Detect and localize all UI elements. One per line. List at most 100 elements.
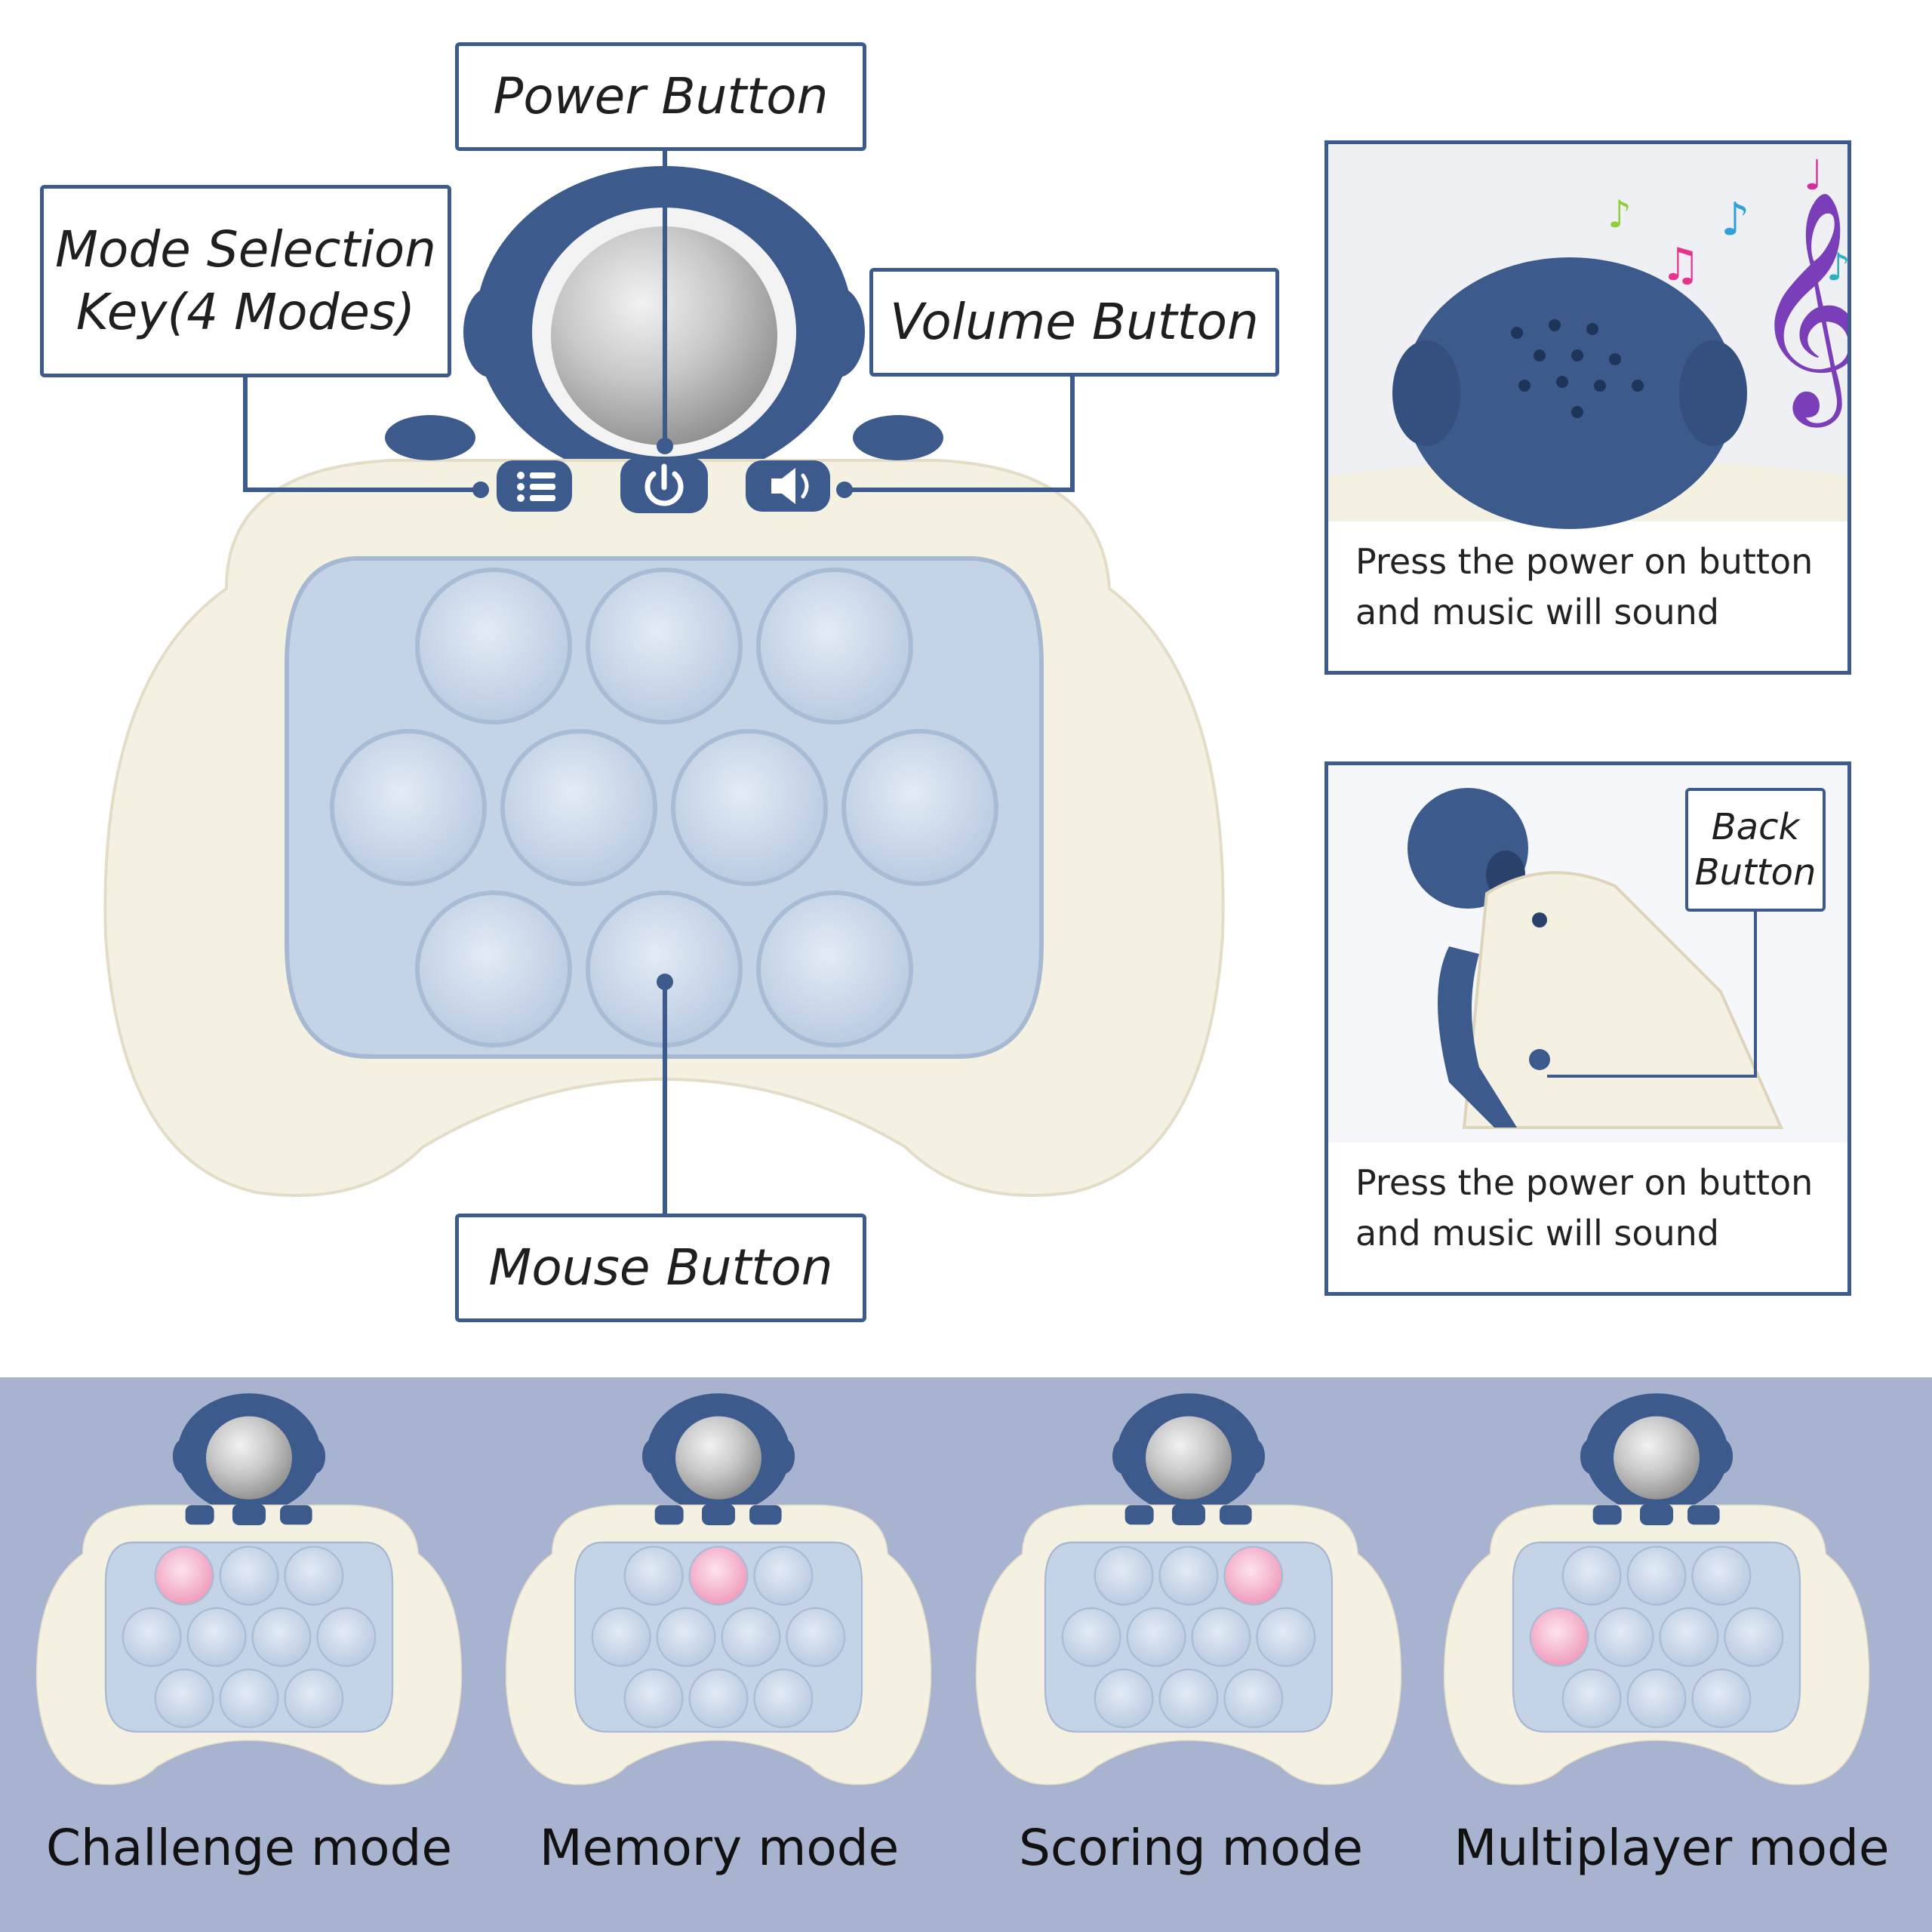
mini-bubble[interactable] <box>1628 1670 1685 1727</box>
mini-bubble-lit[interactable] <box>155 1547 213 1604</box>
volume-callout-line-v <box>1070 377 1075 492</box>
mini-bubble[interactable] <box>592 1608 650 1666</box>
mini-bubble[interactable] <box>1725 1608 1783 1666</box>
mode-callout-dot <box>472 481 489 498</box>
mini-bubble[interactable] <box>1563 1670 1620 1727</box>
mini-power-button[interactable] <box>1171 1503 1206 1525</box>
mini-bubble[interactable] <box>285 1547 343 1604</box>
mode-device-1 <box>505 1393 932 1786</box>
mini-volume-button[interactable] <box>1687 1505 1720 1525</box>
mini-mode-key[interactable] <box>1124 1505 1154 1525</box>
main-bubble[interactable] <box>590 895 738 1043</box>
mini-bubble[interactable] <box>1095 1547 1152 1604</box>
mouse-button-callout: Mouse Button <box>455 1214 866 1322</box>
main-bubble[interactable] <box>675 734 823 881</box>
mouse-button-label: Mouse Button <box>488 1238 833 1297</box>
power-callout-dot <box>657 438 673 454</box>
mini-volume-button[interactable] <box>1220 1505 1252 1525</box>
mini-bubble-lit[interactable] <box>1531 1608 1588 1666</box>
main-bubble[interactable] <box>505 734 653 881</box>
svg-text:♪: ♪ <box>1826 245 1850 289</box>
back-callout-line-h <box>1547 1075 1757 1078</box>
mini-power-button[interactable] <box>1639 1503 1674 1525</box>
mode-label-memory: Memory mode <box>539 1819 900 1877</box>
mode-label-scoring: Scoring mode <box>1019 1819 1363 1877</box>
mini-bubble[interactable] <box>722 1608 780 1666</box>
mini-bubble-grid <box>1529 1546 1784 1729</box>
mini-bubble-grid <box>591 1546 846 1729</box>
mini-bubble[interactable] <box>625 1670 682 1727</box>
main-bubble[interactable] <box>420 895 568 1043</box>
mini-power-button[interactable] <box>701 1503 736 1525</box>
mini-bubble[interactable] <box>1595 1608 1653 1666</box>
mini-volume-button[interactable] <box>749 1505 782 1525</box>
mini-mode-key[interactable] <box>654 1505 684 1525</box>
volume-callout-dot <box>836 481 853 498</box>
mode-selection-key[interactable] <box>497 460 572 512</box>
mini-bubble[interactable] <box>1563 1547 1620 1604</box>
mode-selection-label-line2: Key(4 Modes) <box>75 282 416 341</box>
back-callout-line-v <box>1754 912 1757 1078</box>
mode-callout-line-h <box>243 488 485 492</box>
svg-text:𝄞: 𝄞 <box>1751 189 1851 429</box>
mini-bubble[interactable] <box>318 1608 375 1666</box>
main-bubble[interactable] <box>590 572 738 720</box>
mini-bubble[interactable] <box>1160 1547 1217 1604</box>
svg-text:♩: ♩ <box>1804 151 1823 199</box>
mini-bubble[interactable] <box>755 1547 812 1604</box>
main-bubble[interactable] <box>420 572 568 720</box>
mode-device-3 <box>1443 1393 1870 1786</box>
main-bubble[interactable] <box>846 734 994 881</box>
mini-bubble[interactable] <box>1628 1547 1685 1604</box>
mini-bubble[interactable] <box>1225 1670 1282 1727</box>
volume-callout-line-h <box>845 488 1075 492</box>
mini-bubble[interactable] <box>690 1670 747 1727</box>
mini-bubble[interactable] <box>123 1608 180 1666</box>
mini-bubble[interactable] <box>1063 1608 1120 1666</box>
mini-bubble[interactable] <box>253 1608 310 1666</box>
mini-bubble-grid <box>1061 1546 1316 1729</box>
mini-mode-key[interactable] <box>1592 1505 1622 1525</box>
mini-bubble-grid <box>122 1546 377 1729</box>
mini-volume-button[interactable] <box>280 1505 312 1525</box>
music-panel-caption-line1: Press the power on button <box>1355 541 1814 582</box>
menu-icon <box>517 472 555 502</box>
back-button-label-line2: Button <box>1694 851 1817 894</box>
svg-text:♪: ♪ <box>1607 192 1632 236</box>
main-bubble[interactable] <box>761 895 909 1043</box>
mini-bubble[interactable] <box>1095 1670 1152 1727</box>
mini-bubble[interactable] <box>1693 1670 1750 1727</box>
main-bubble[interactable] <box>334 734 482 881</box>
mini-bubble[interactable] <box>188 1608 245 1666</box>
mini-bubble[interactable] <box>220 1547 278 1604</box>
mini-bubble-lit[interactable] <box>690 1547 747 1604</box>
mini-bubble[interactable] <box>1192 1608 1250 1666</box>
svg-text:♪: ♪ <box>1721 193 1749 246</box>
volume-button[interactable] <box>746 460 830 512</box>
mini-mode-key[interactable] <box>185 1505 214 1525</box>
main-bubble[interactable] <box>761 572 909 720</box>
mini-bubble[interactable] <box>1257 1608 1315 1666</box>
mini-power-button[interactable] <box>232 1503 266 1525</box>
mini-bubble[interactable] <box>625 1547 682 1604</box>
speaker-icon <box>771 468 809 504</box>
mini-bubble[interactable] <box>657 1608 715 1666</box>
mini-bubble[interactable] <box>220 1670 278 1727</box>
power-button-label: Power Button <box>493 66 829 125</box>
mini-bubble[interactable] <box>155 1670 213 1727</box>
mini-bubble[interactable] <box>755 1670 812 1727</box>
back-button-callout: Back Button <box>1685 788 1826 912</box>
mini-bubble-lit[interactable] <box>1225 1547 1282 1604</box>
mini-bubble[interactable] <box>1660 1608 1718 1666</box>
mini-bubble[interactable] <box>787 1608 844 1666</box>
power-button[interactable] <box>620 457 708 513</box>
mini-bubble[interactable] <box>1160 1670 1217 1727</box>
mini-bubble[interactable] <box>285 1670 343 1727</box>
back-panel-caption-line1: Press the power on button <box>1355 1162 1814 1203</box>
speaker-holes <box>1511 319 1644 418</box>
mini-bubble[interactable] <box>1693 1547 1750 1604</box>
mini-bubble[interactable] <box>1128 1608 1185 1666</box>
power-callout-line <box>663 151 667 445</box>
mode-label-multiplayer: Multiplayer mode <box>1454 1819 1890 1877</box>
